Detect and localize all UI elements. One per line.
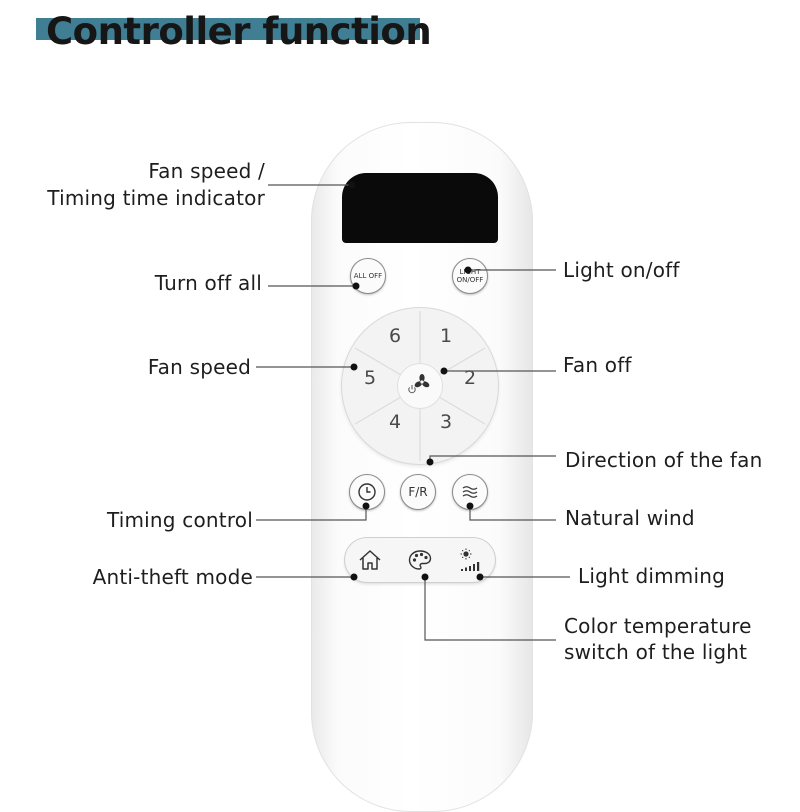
label-color-temperature-line2: switch of the light xyxy=(564,640,748,664)
speed-5-button[interactable]: 5 xyxy=(363,367,377,389)
palette-icon xyxy=(408,550,432,570)
title-underline-bar: Controller function xyxy=(36,10,432,53)
bottom-button-bar xyxy=(345,538,495,582)
label-indicator-line1: Fan speed / xyxy=(148,159,265,183)
light-label-line2: ON/OFF xyxy=(456,276,484,284)
label-direction-of-fan: Direction of the fan xyxy=(565,448,763,472)
all-off-button[interactable]: ALL OFF xyxy=(350,258,386,294)
speed-6-button[interactable]: 6 xyxy=(388,325,402,347)
fan-off-button[interactable] xyxy=(398,364,442,408)
house-icon xyxy=(359,550,381,570)
label-fan-off: Fan off xyxy=(563,353,632,377)
speed-2-button[interactable]: 2 xyxy=(463,367,477,389)
light-label-line1: LIGHT xyxy=(459,268,481,276)
wind-waves-icon xyxy=(462,486,478,498)
speed-3-button[interactable]: 3 xyxy=(439,411,453,433)
color-temperature-button[interactable] xyxy=(400,540,440,580)
label-turn-off-all: Turn off all xyxy=(154,271,262,295)
label-timing-control: Timing control xyxy=(106,508,253,532)
clock-icon xyxy=(358,483,376,501)
fan-speed-timing-display xyxy=(342,173,498,243)
label-light-dimming: Light dimming xyxy=(578,564,726,588)
light-on-off-button[interactable]: LIGHT ON/OFF xyxy=(452,258,488,294)
anti-theft-button[interactable] xyxy=(350,540,390,580)
speed-1-button[interactable]: 1 xyxy=(439,325,453,347)
brightness-icon xyxy=(460,548,480,571)
label-color-temperature-line1: Color temperature xyxy=(564,614,752,638)
all-off-label: ALL OFF xyxy=(353,272,383,280)
label-light-on-off: Light on/off xyxy=(563,258,680,282)
direction-fr-button[interactable]: F/R xyxy=(400,474,436,510)
label-anti-theft-mode: Anti-theft mode xyxy=(92,565,253,589)
label-indicator-line2: Timing time indicator xyxy=(47,186,265,210)
page-title: Controller function xyxy=(46,10,432,53)
light-dimming-button[interactable] xyxy=(450,540,490,580)
fan-power-icon xyxy=(408,374,430,394)
timing-control-button[interactable] xyxy=(349,474,385,510)
speed-4-button[interactable]: 4 xyxy=(388,411,402,433)
label-fan-speed: Fan speed xyxy=(147,355,251,379)
natural-wind-button[interactable] xyxy=(452,474,488,510)
fr-label: F/R xyxy=(408,485,428,499)
label-natural-wind: Natural wind xyxy=(565,506,695,530)
